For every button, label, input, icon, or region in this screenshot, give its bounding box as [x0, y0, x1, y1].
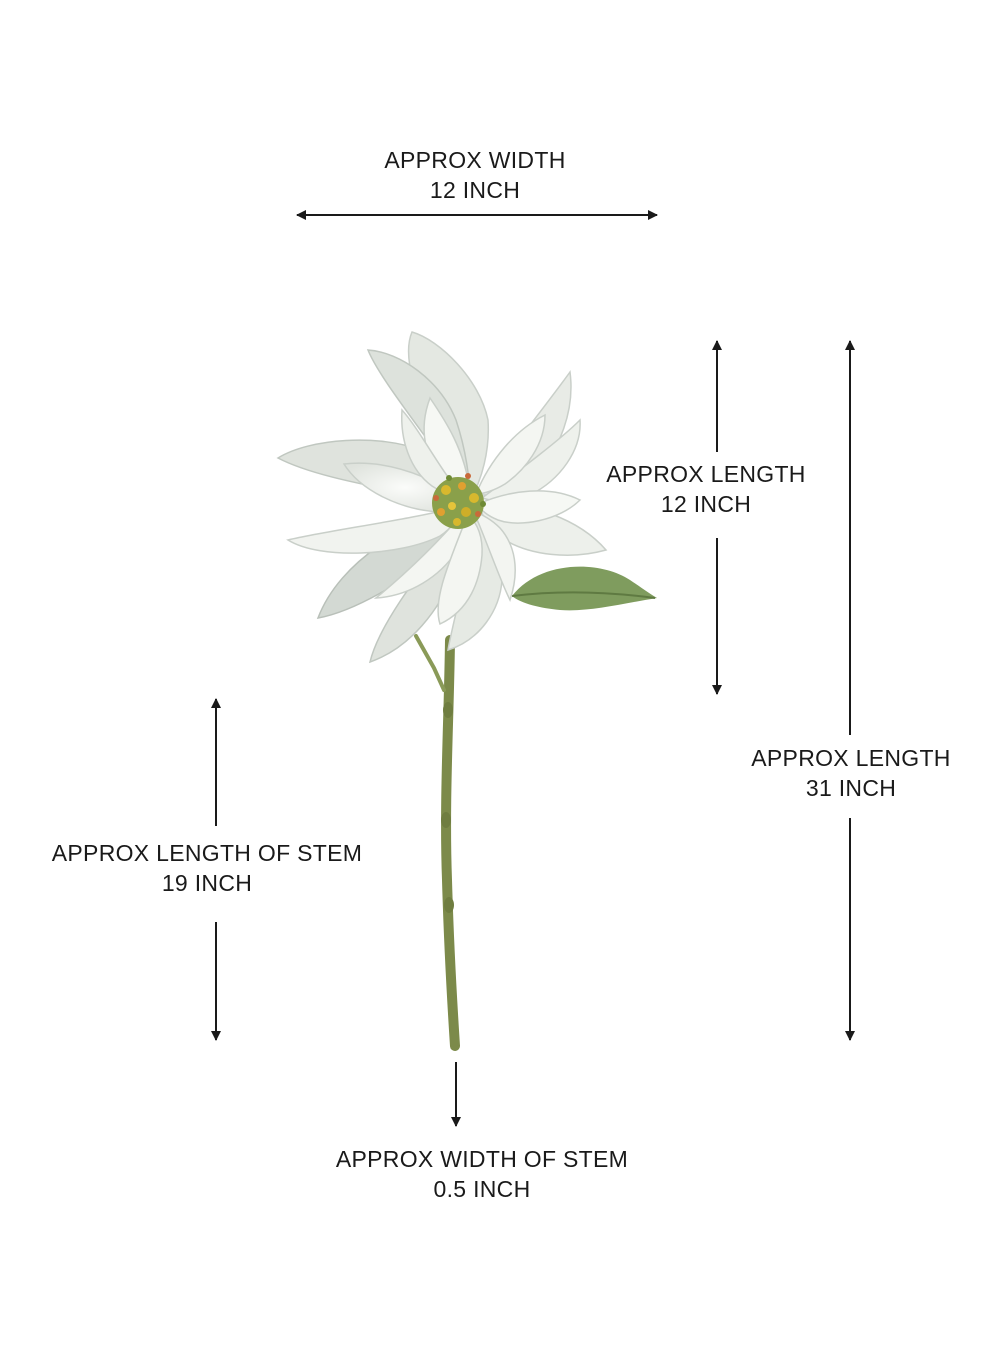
- width-label: APPROX WIDTH 12 INCH: [384, 145, 565, 205]
- total-length-title: APPROX LENGTH: [751, 745, 951, 771]
- flower-center: [432, 473, 486, 529]
- stem-length-label: APPROX LENGTH OF STEM 19 INCH: [52, 838, 362, 898]
- stem-length-title: APPROX LENGTH OF STEM: [51, 840, 363, 866]
- width-title: APPROX WIDTH: [384, 147, 566, 173]
- flower-length-label: APPROX LENGTH 12 INCH: [606, 459, 805, 519]
- stem-width-title: APPROX WIDTH OF STEM: [335, 1146, 629, 1172]
- flower-length-title: APPROX LENGTH: [606, 461, 806, 487]
- flower-length-value: 12 INCH: [660, 491, 752, 517]
- green-leaf: [511, 566, 657, 611]
- stem-width-label: APPROX WIDTH OF STEM 0.5 INCH: [336, 1144, 628, 1204]
- total-length-label: APPROX LENGTH 31 INCH: [751, 743, 950, 803]
- width-value: 12 INCH: [429, 177, 521, 203]
- total-length-value: 31 INCH: [805, 775, 897, 801]
- stem-length-value: 19 INCH: [161, 870, 253, 896]
- poinsettia-flower: [276, 331, 608, 664]
- stem-width-value: 0.5 INCH: [433, 1176, 531, 1202]
- stem: [414, 634, 460, 1051]
